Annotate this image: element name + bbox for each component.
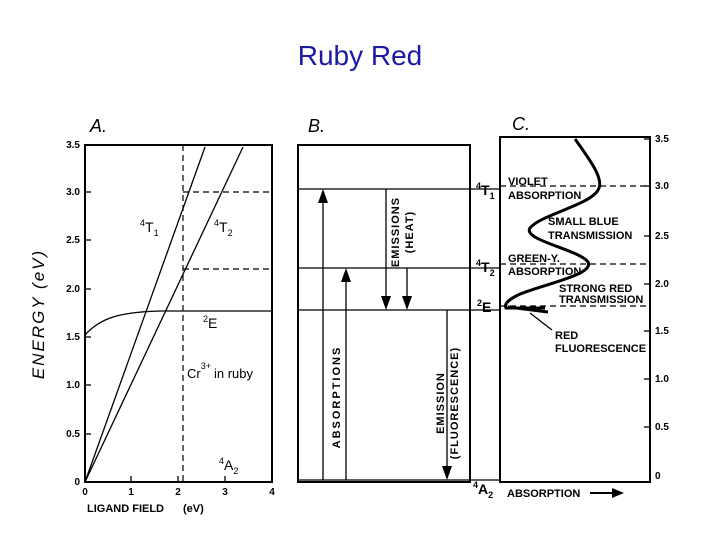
c-y-tick-label: 3.5 [655, 134, 669, 145]
panel-c: C. 0 0.5 1.0 1.5 2.0 2.5 3.0 3.5 [473, 114, 669, 500]
ligand-field-label: LIGAND FIELD [87, 503, 164, 515]
c-e-label: 2E [477, 298, 491, 315]
red-fluorescence-line [507, 305, 549, 314]
arrowhead-up-icon [318, 189, 328, 203]
c-y-tick-label: 0 [655, 471, 661, 482]
c-y-tick-label: 2.5 [655, 231, 669, 242]
panel-a-letter: A. [89, 116, 107, 136]
arrowhead-up-icon [341, 268, 351, 282]
heat-label: (HEAT) [404, 211, 416, 253]
panel-a-x-ticks: 0 1 2 3 4 [82, 476, 275, 498]
c-t1-label: 4T1 [476, 181, 495, 201]
c-t2-label: 4T2 [476, 258, 495, 278]
y-tick-label: 1.5 [66, 332, 80, 343]
y-tick-label: 0.5 [66, 429, 80, 440]
small-blue-label: SMALL BLUE [548, 216, 619, 228]
y-tick-label: 1.0 [66, 380, 80, 391]
x-tick-label: 2 [175, 487, 181, 498]
e-label: 2E [203, 314, 217, 331]
fluorescence-label: (FLUORESCENCE) [449, 347, 461, 459]
strong-red-label: STRONG RED [559, 283, 632, 295]
x-tick-label: 0 [82, 487, 88, 498]
c-y-tick-label: 0.5 [655, 422, 669, 433]
c-y-tick-label: 3.0 [655, 181, 669, 192]
green-absorption-label: ABSORPTION [508, 266, 581, 278]
panel-a: A. 0 0.5 1.0 1.5 2.0 2.5 3.0 3.5 0 1 2 [29, 116, 275, 515]
a2-label: 4A2 [219, 456, 238, 476]
arrow-right-icon [612, 488, 624, 498]
t1-label: 4T1 [140, 218, 159, 238]
red-fluorescence-label: FLUORESCENCE [555, 343, 646, 355]
absorption-spectrum-curve [504, 138, 602, 310]
t2-state-line [84, 146, 244, 483]
arrowhead-down-icon [402, 296, 412, 310]
x-tick-label: 3 [222, 487, 228, 498]
x-tick-label: 1 [128, 487, 134, 498]
green-y-label: GREEN-Y. [508, 253, 560, 265]
emissions-label: EMISSIONS [390, 197, 402, 267]
arrowhead-down-icon [381, 296, 391, 310]
c-y-tick-label: 1.0 [655, 374, 669, 385]
absorptions-label: ABSORPTIONS [331, 346, 343, 449]
violet-absorption-label: ABSORPTION [508, 190, 581, 202]
y-tick-label: 0 [74, 477, 80, 488]
y-tick-label: 2.0 [66, 284, 80, 295]
panel-c-y-ticks: 0 0.5 1.0 1.5 2.0 2.5 3.0 3.5 [644, 134, 669, 482]
c-y-tick-label: 2.0 [655, 279, 669, 290]
arrowhead-down-icon [442, 466, 452, 480]
panel-a-y-ticks: 0 0.5 1.0 1.5 2.0 2.5 3.0 3.5 [66, 140, 91, 488]
red-fluorescence-pointer [529, 312, 553, 331]
blue-transmission-label: TRANSMISSION [548, 230, 632, 242]
t1-state-line [84, 146, 206, 483]
emission-label: EMISSION [435, 372, 447, 434]
red-label: RED [555, 330, 578, 342]
x-tick-label: 4 [269, 487, 275, 498]
energy-axis-label: ENERGY (eV) [29, 249, 48, 379]
y-tick-label: 2.5 [66, 235, 80, 246]
slide-title: Ruby Red [297, 40, 423, 71]
panel-c-letter: C. [512, 114, 530, 134]
panel-a-frame [84, 144, 273, 483]
c-y-tick-label: 1.5 [655, 326, 669, 337]
ligand-field-unit: (eV) [183, 503, 204, 515]
panel-b: B. ABSORPTIONS EMISSIONS (HEAT) EMISSION… [297, 116, 500, 483]
c-a2-label: 4A2 [473, 480, 493, 500]
cr-ruby-label: Cr3+in ruby [187, 361, 254, 381]
y-tick-label: 3.5 [66, 140, 80, 151]
violet-label: VIOLET [508, 176, 548, 188]
y-tick-label: 3.0 [66, 187, 80, 198]
panel-c-frame [499, 136, 651, 483]
c-absorption-axis-label: ABSORPTION [507, 488, 580, 500]
e-state-curve [84, 310, 272, 336]
panel-b-frame [297, 144, 471, 483]
t2-label: 4T2 [214, 218, 233, 238]
red-transmission-label: TRANSMISSION [559, 294, 643, 306]
panel-b-letter: B. [308, 116, 325, 136]
